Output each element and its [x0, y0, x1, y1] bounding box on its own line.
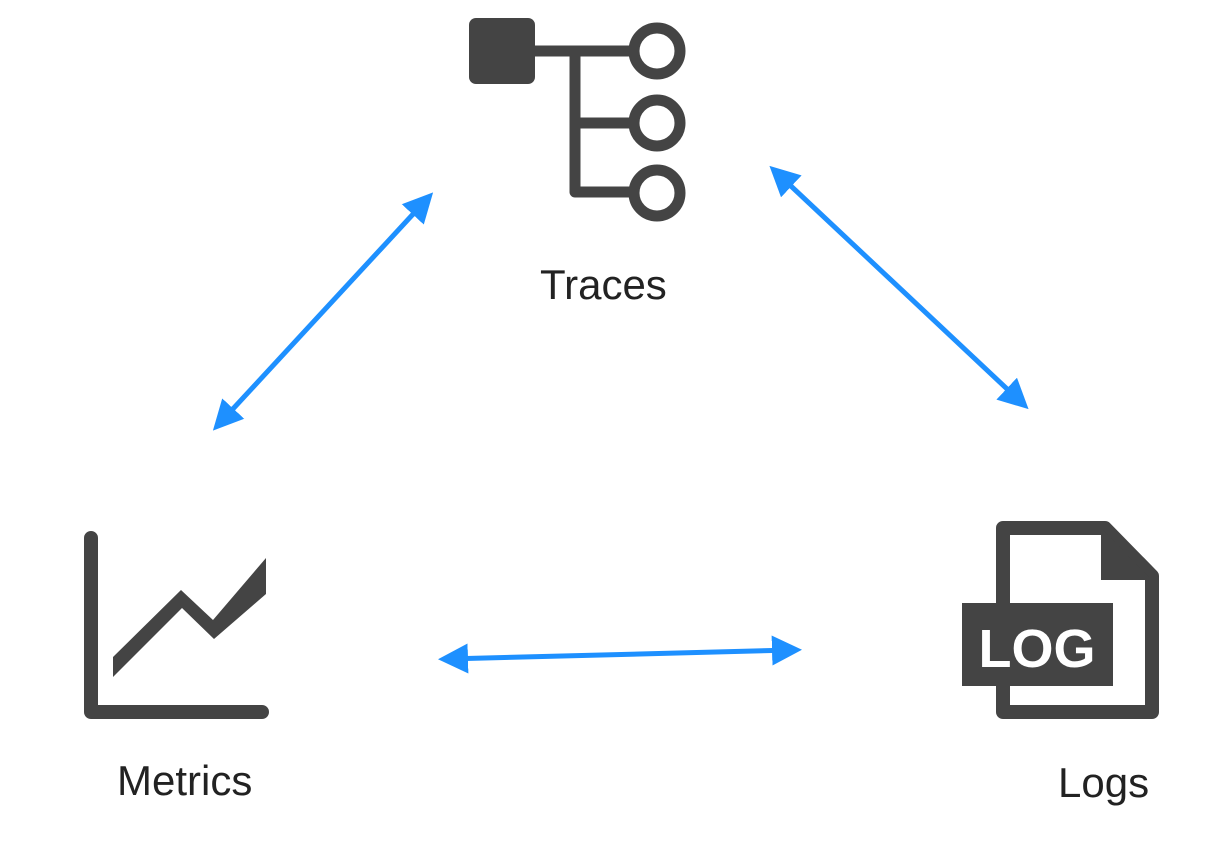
chart-trend-line	[113, 558, 266, 677]
log-badge	[962, 603, 1113, 686]
logs-label: Logs	[1058, 759, 1150, 806]
arrow-traces-logs	[769, 165, 1029, 410]
traces-label: Traces	[540, 261, 667, 308]
log-badge-text: LOG	[979, 619, 1096, 679]
trace-node-circle	[628, 22, 686, 80]
log-file-icon: LOG	[962, 521, 1159, 719]
trace-node-circle	[628, 94, 686, 152]
metrics-label: Metrics	[117, 757, 253, 804]
arrow-traces-metrics	[212, 192, 434, 431]
chart-axes	[84, 531, 269, 719]
document-fold	[1101, 528, 1152, 580]
trace-root-square	[469, 18, 535, 84]
trace-tree-icon	[469, 18, 686, 222]
trace-node-circle	[628, 164, 686, 222]
arrow-metrics-logs	[438, 635, 802, 674]
trace-branch-lines	[529, 45, 635, 198]
line-chart-icon	[84, 531, 269, 719]
